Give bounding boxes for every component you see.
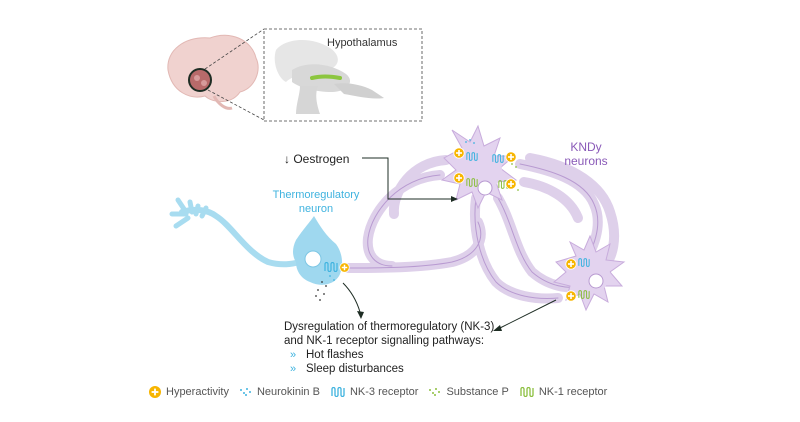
brain-icon xyxy=(167,34,259,110)
double-chevron-icon: » xyxy=(290,349,297,361)
legend-item-neurokinin-b: Neurokinin B xyxy=(239,386,320,398)
neurokinin-b-dots-icon xyxy=(239,388,251,396)
dysregulation-line-2: and NK-1 receptor signalling pathways: xyxy=(284,335,485,347)
kndy-neurons-label: KNDy neurons xyxy=(564,140,608,168)
plus-circle-icon xyxy=(149,386,161,398)
nk3-receptor-coil-icon xyxy=(331,387,345,397)
thermoregulatory-neuron xyxy=(169,197,343,285)
kndy-upper-receptors xyxy=(453,139,519,191)
dysregulation-text: Dysregulation of thermoregulatory (NK-3)… xyxy=(284,320,494,376)
legend-item-substance-p: Substance P xyxy=(428,386,509,398)
substance-p-dots-icon xyxy=(429,388,441,396)
legend-item-nk3-receptor: NK-3 receptor xyxy=(330,386,418,398)
dysregulation-line-1: Dysregulation of thermoregulatory (NK-3) xyxy=(284,321,495,333)
thermo-receptors xyxy=(315,262,350,301)
hypothalamus-label: Hypothalamus xyxy=(327,37,398,49)
nk1-receptor-coil-icon xyxy=(520,387,534,397)
oestrogen-label: ↓ Oestrogen xyxy=(284,152,350,166)
kndy-neuron-upper xyxy=(440,124,518,210)
legend-item-nk1-receptor: NK-1 receptor xyxy=(519,386,607,398)
thermoregulatory-neuron-label: Thermoregulatory neuron xyxy=(272,189,360,215)
bullet-sleep-disturbances: »Sleep disturbances xyxy=(290,363,404,375)
kndy-axon-outline xyxy=(347,163,599,299)
legend: Hyperactivity Neurokinin B NK-3 receptor… xyxy=(148,384,617,400)
double-chevron-icon: » xyxy=(290,363,297,375)
bullet-hot-flashes: »Hot flashes xyxy=(290,349,364,361)
legend-item-hyperactivity: Hyperactivity xyxy=(148,385,229,399)
dysregulation-arrows xyxy=(342,282,557,331)
oestrogen-arrow xyxy=(362,157,458,202)
hypothalamus-illustration xyxy=(274,39,384,114)
